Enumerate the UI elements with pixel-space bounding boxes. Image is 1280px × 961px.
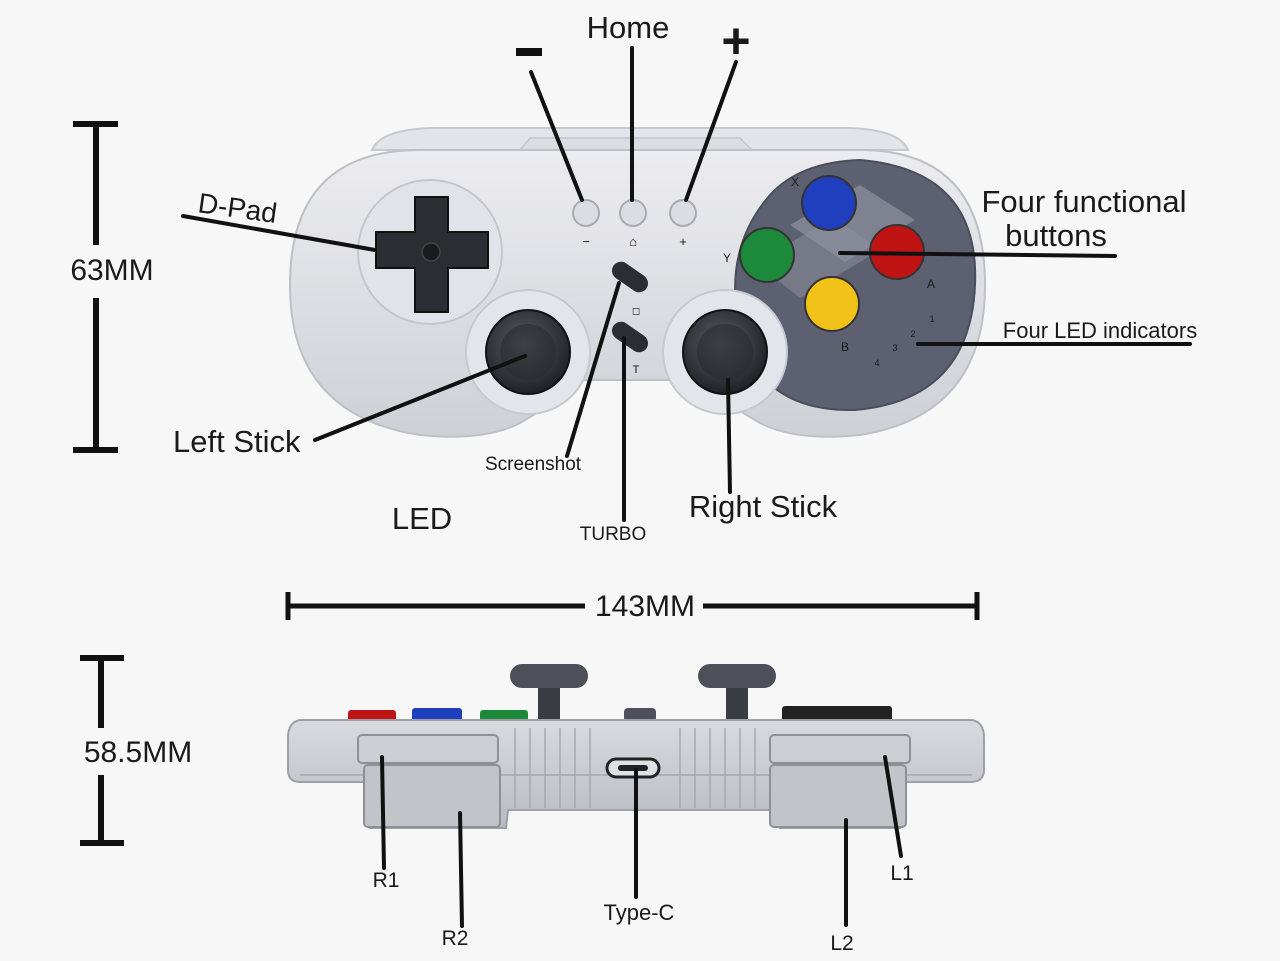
button-groove-lower (755, 218, 880, 298)
minus-mark: − (582, 234, 590, 249)
home-label: Home (587, 10, 670, 45)
home-button[interactable] (619, 199, 647, 227)
turbo-label: TURBO (580, 524, 647, 545)
l2-button[interactable] (769, 764, 907, 828)
type-c-label: Type-C (604, 900, 675, 925)
functional-buttons-leader (838, 251, 1117, 258)
led-4: 4 (874, 358, 879, 368)
screenshot-leader (565, 281, 621, 458)
x-button[interactable] (801, 175, 857, 231)
controller-side-view (287, 664, 985, 829)
y-letter: Y (723, 251, 731, 265)
led-indicators-label: Four LED indicators (1003, 318, 1197, 343)
minus-leader (529, 70, 584, 202)
screenshot-label: Screenshot (485, 454, 582, 475)
turbo-mark: T (633, 364, 640, 376)
led-label: LED (392, 501, 452, 536)
right-stick-shaft (726, 685, 748, 721)
height-dimension-side (80, 655, 124, 846)
led-2: 2 (910, 329, 915, 339)
left-stick-shaft (538, 685, 560, 721)
screenshot-mark: ◻ (632, 306, 640, 317)
right-stick-leader (726, 378, 732, 494)
r2-label: R2 (442, 927, 469, 950)
b-button[interactable] (804, 276, 860, 332)
dpad-label: D-Pad (196, 187, 279, 229)
right-stick-cap (698, 664, 776, 688)
r1-label: R1 (373, 869, 400, 892)
height-dimension-top-label: 63MM (70, 254, 153, 287)
turbo-button[interactable] (608, 318, 651, 356)
side-blue-button (412, 708, 462, 722)
left-stick-label: Left Stick (173, 424, 301, 459)
y-button[interactable] (739, 227, 795, 283)
b-letter: B (841, 340, 849, 354)
screenshot-button[interactable] (608, 258, 651, 296)
plus-mark: + (679, 234, 687, 249)
left-stick[interactable] (465, 289, 591, 415)
side-center-button (624, 708, 656, 722)
minus-symbol (516, 48, 542, 56)
functional-buttons-label-line1: Four functional (981, 184, 1186, 219)
r1-leader (380, 755, 386, 870)
left-stick-leader (313, 354, 527, 442)
type-c-port-inner (618, 765, 648, 771)
functional-buttons-label-line2: buttons (1005, 218, 1107, 253)
plus-button[interactable] (669, 199, 697, 227)
led-1: 1 (929, 314, 934, 324)
right-stick-label: Right Stick (689, 489, 838, 524)
top-callout-lines (181, 46, 1192, 522)
dpad-leader (181, 214, 377, 252)
width-dimension (285, 592, 980, 620)
l1-button[interactable] (769, 734, 911, 764)
height-dimension-top (73, 121, 118, 453)
width-dimension-label: 143MM (595, 590, 695, 623)
side-callout-lines (380, 755, 903, 928)
home-icon: ⌂ (629, 234, 637, 249)
dpad[interactable] (375, 196, 489, 313)
right-stick[interactable] (662, 289, 788, 415)
minus-button[interactable] (572, 199, 600, 227)
led-3: 3 (892, 343, 897, 353)
plus-leader (684, 60, 738, 202)
l2-label: L2 (830, 932, 853, 955)
x-letter: X (791, 175, 799, 189)
left-stick-cap (510, 664, 588, 688)
r1-button[interactable] (357, 734, 499, 764)
l1-leader (883, 755, 903, 858)
side-ribs (514, 728, 756, 808)
center-ridge (518, 137, 754, 151)
height-dimension-side-label: 58.5MM (84, 736, 192, 769)
plus-symbol: + (721, 13, 750, 69)
r2-button[interactable] (363, 764, 501, 828)
a-letter: A (927, 277, 935, 291)
controller-top-view: − ⌂ + ◻ T X Y A B 1 2 3 4 (288, 127, 987, 438)
l1-label: L1 (890, 862, 913, 885)
r2-leader (458, 811, 464, 928)
side-dpad (782, 706, 892, 722)
